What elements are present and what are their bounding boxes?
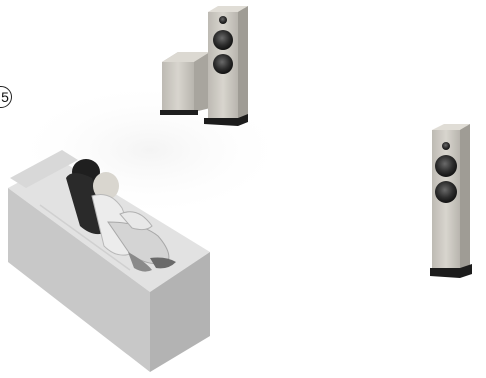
woofer-icon xyxy=(213,54,233,74)
woofer-icon xyxy=(213,30,233,50)
tweeter-icon xyxy=(442,142,450,150)
tweeter-icon xyxy=(219,16,227,24)
subwoofer xyxy=(160,52,210,115)
woofer-icon xyxy=(435,155,457,177)
floor-speaker-left xyxy=(204,6,248,126)
floor-speaker-right xyxy=(430,124,472,278)
woofer-icon xyxy=(435,181,457,203)
